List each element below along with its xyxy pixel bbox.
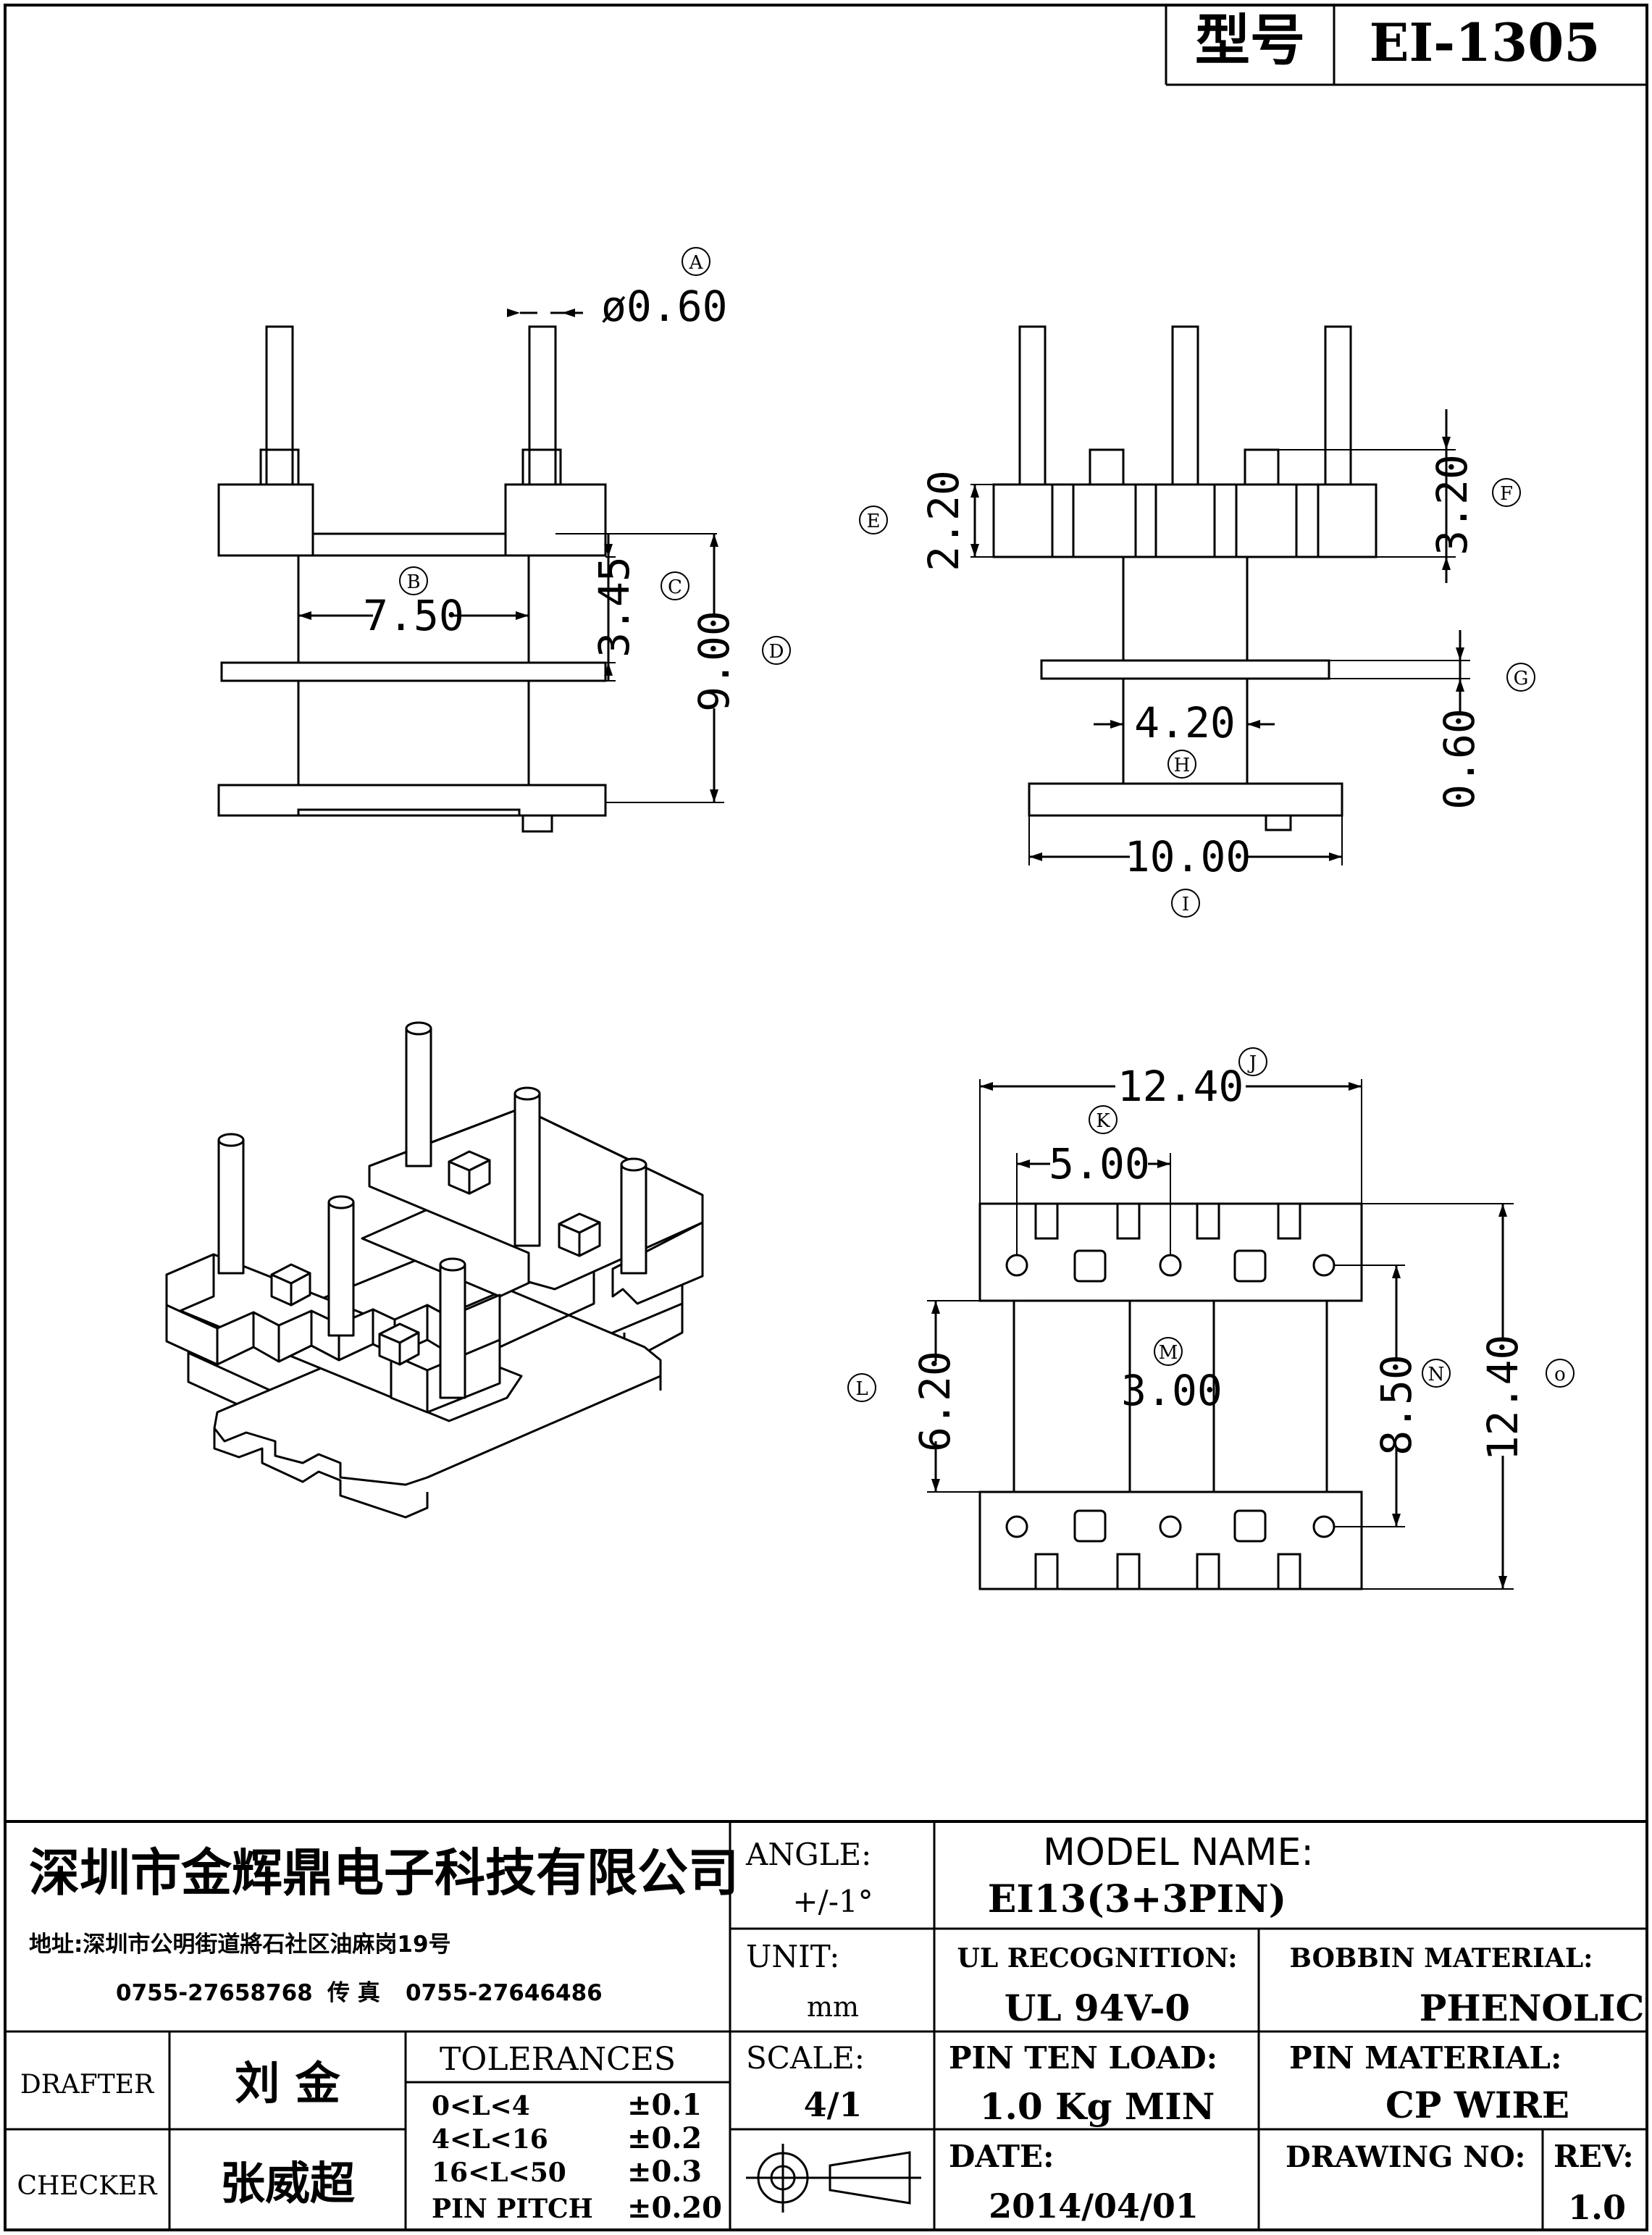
company-phone: 0755-27658768: [116, 1980, 313, 2006]
scale-label: SCALE:: [746, 2040, 865, 2076]
dim-a-value: ø0.60: [601, 282, 728, 331]
model-name-label: MODEL NAME:: [1043, 1831, 1314, 1874]
tag-d: D: [769, 641, 784, 663]
title-block-text: 深圳市金辉鼎电子科技有限公司 地址:深圳市公明街道將石社区油麻岗19号 0755…: [17, 1831, 1644, 2227]
top-view: [927, 1079, 1514, 1590]
bobbin-value: PHENOLIC: [1420, 1987, 1645, 2029]
fax-label: 传 真: [327, 1980, 380, 2006]
pin-load-label: PIN TEN LOAD:: [949, 2040, 1217, 2076]
bobbin-label: BOBBIN MATERIAL:: [1290, 1943, 1593, 1974]
tag-h: H: [1174, 755, 1191, 776]
tolerance-range-4: PIN PITCH: [432, 2194, 593, 2224]
tag-k: K: [1096, 1110, 1110, 1132]
tolerance-range-3: 16<L<50: [432, 2158, 566, 2188]
front-view-arrows: [298, 309, 718, 802]
dim-h-value: 4.20: [1134, 698, 1236, 747]
angle-label: ANGLE:: [745, 1837, 871, 1872]
side-view: [970, 325, 1470, 865]
tag-n: N: [1428, 1364, 1445, 1385]
tag-g: G: [1514, 668, 1529, 689]
angle-value: +/-1°: [792, 1884, 873, 1919]
dim-b-value: 7.50: [363, 591, 464, 640]
dim-d-value: 9.00: [689, 611, 739, 712]
company-name: 深圳市金辉鼎电子科技有限公司: [29, 1843, 739, 1903]
tag-a: A: [689, 252, 704, 274]
tag-m: M: [1159, 1342, 1178, 1364]
dim-c-value: 3.45: [590, 556, 639, 658]
tolerance-value-4: ±0.20: [627, 2191, 722, 2225]
tag-f: F: [1500, 483, 1513, 505]
pin-material-label: PIN MATERIAL:: [1289, 2040, 1561, 2076]
dim-n-value: 8.50: [1372, 1354, 1421, 1456]
tag-i: I: [1182, 894, 1189, 915]
tolerance-range-2: 4<L<16: [432, 2124, 548, 2155]
unit-label: UNIT:: [746, 1939, 839, 1974]
company-fax: 0755-27646486: [406, 1980, 603, 2006]
dim-l-value: 6.20: [910, 1351, 960, 1452]
dim-i-value: 10.00: [1125, 832, 1251, 881]
dim-o-value: 12.40: [1478, 1335, 1527, 1462]
ul-label: UL RECOGNITION:: [957, 1943, 1238, 1974]
isometric-view: [165, 1021, 704, 1519]
rev-value: 1.0: [1568, 2188, 1626, 2227]
model-number: EI-1305: [1370, 12, 1601, 73]
tolerance-value-1: ±0.1: [627, 2088, 702, 2122]
model-name-value: EI13(3+3PIN): [988, 1877, 1286, 1921]
side-view-arrows: [970, 437, 1464, 861]
tolerances-label: TOLERANCES: [440, 2041, 676, 2078]
checker-value: 张威超: [220, 2157, 356, 2210]
drafter-value: 刘 金: [235, 2057, 341, 2110]
dim-e-value: 2.20: [919, 470, 968, 571]
pin-material-value: CP WIRE: [1385, 2084, 1569, 2126]
tag-l: L: [855, 1378, 868, 1400]
dim-f-value: 3.20: [1427, 454, 1477, 555]
pin-load-value: 1.0 Kg MIN: [980, 2085, 1215, 2128]
tag-b: B: [406, 571, 420, 593]
tag-e: E: [867, 511, 881, 532]
tag-o: o: [1554, 1364, 1566, 1385]
checker-label: CHECKER: [17, 2171, 157, 2201]
drawing-no-label: DRAWING NO:: [1286, 2140, 1525, 2174]
title-block-grid: [5, 1820, 1647, 2230]
projection-symbol: [746, 2144, 921, 2213]
ul-value: UL 94V-0: [1005, 1987, 1190, 2029]
dim-j-value: 12.40: [1118, 1062, 1244, 1111]
top-view-labels: 12.40 J K 5.00 L 6.20 M 3.00 N 8.50 o 12…: [847, 1047, 1575, 1462]
dim-g-value: 0.60: [1435, 708, 1484, 810]
unit-value: mm: [807, 1991, 859, 2023]
drafter-label: DRAFTER: [20, 2070, 154, 2100]
tag-c: C: [668, 576, 682, 598]
tolerance-value-2: ±0.2: [627, 2121, 702, 2155]
model-label: 型号: [1195, 8, 1305, 72]
company-address: 地址:深圳市公明街道將石社区油麻岗19号: [29, 1932, 451, 1958]
sheet-frame: [4, 4, 1648, 2231]
scale-value: 4/1: [804, 2085, 863, 2124]
front-view: [217, 311, 724, 833]
date-label: DATE:: [949, 2139, 1054, 2174]
top-view-arrows: [931, 1082, 1507, 1589]
date-value: 2014/04/01: [989, 2186, 1199, 2226]
front-view-labels: A ø0.60 B 7.50 C 3.45 D 9.00: [363, 247, 791, 712]
dim-m-value: 3.00: [1121, 1366, 1223, 1415]
tolerance-range-1: 0<L<4: [432, 2091, 530, 2121]
tag-j: J: [1247, 1052, 1257, 1074]
rev-label: REV:: [1554, 2139, 1634, 2174]
tolerance-value-3: ±0.3: [627, 2155, 702, 2189]
side-view-labels: E 2.20 F 3.20 G 0.60 4.20 H 10.00 I: [859, 454, 1535, 918]
dim-k-value: 5.00: [1049, 1139, 1150, 1188]
